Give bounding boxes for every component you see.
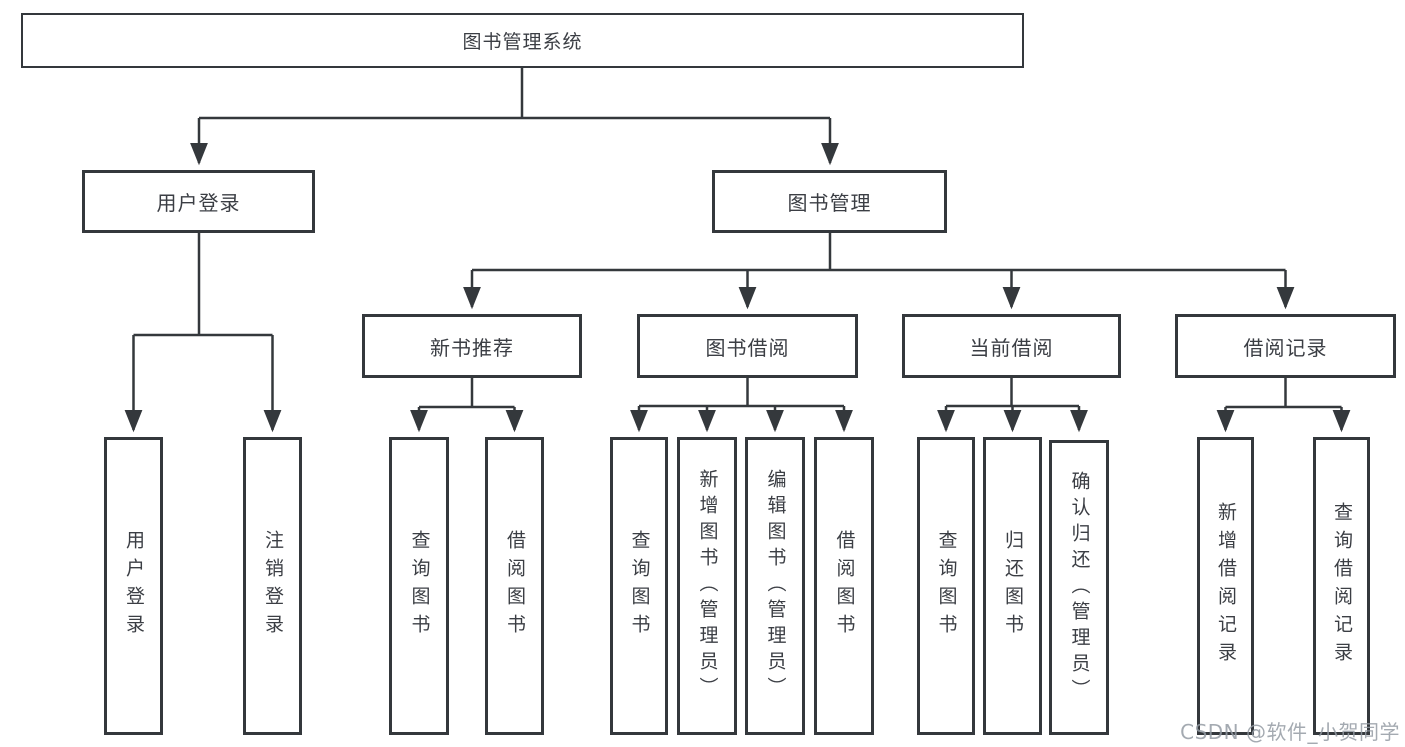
- node-leaf-add-books-admin: 新增图书（管理员）: [677, 437, 737, 735]
- node-leaf-logout: 注销登录: [243, 437, 302, 735]
- node-leaf-borrow-books-recommend: 借阅图书: [485, 437, 544, 735]
- node-user-login-module: 用户登录: [82, 170, 315, 233]
- node-book-management: 图书管理: [712, 170, 947, 233]
- node-leaf-query-books-current: 查询图书: [917, 437, 975, 735]
- node-new-book-recommend: 新书推荐: [362, 314, 582, 378]
- node-leaf-query-books-recommend: 查询图书: [389, 437, 449, 735]
- node-root-library-system: 图书管理系统: [21, 13, 1024, 68]
- node-leaf-query-books-borrow: 查询图书: [610, 437, 668, 735]
- node-borrow-records: 借阅记录: [1175, 314, 1396, 378]
- node-leaf-query-borrow-record: 查询借阅记录: [1313, 437, 1370, 735]
- node-leaf-user-login: 用户登录: [104, 437, 163, 735]
- node-leaf-confirm-return-admin: 确认归还（管理员）: [1049, 440, 1109, 735]
- node-leaf-edit-books-admin: 编辑图书（管理员）: [745, 437, 805, 735]
- node-leaf-return-books: 归还图书: [983, 437, 1042, 735]
- node-leaf-borrow-books: 借阅图书: [814, 437, 874, 735]
- watermark: CSDN @软件_小贺同学: [1180, 720, 1400, 744]
- node-book-borrow: 图书借阅: [637, 314, 858, 378]
- node-current-borrow: 当前借阅: [902, 314, 1121, 378]
- node-leaf-add-borrow-record: 新增借阅记录: [1197, 437, 1254, 735]
